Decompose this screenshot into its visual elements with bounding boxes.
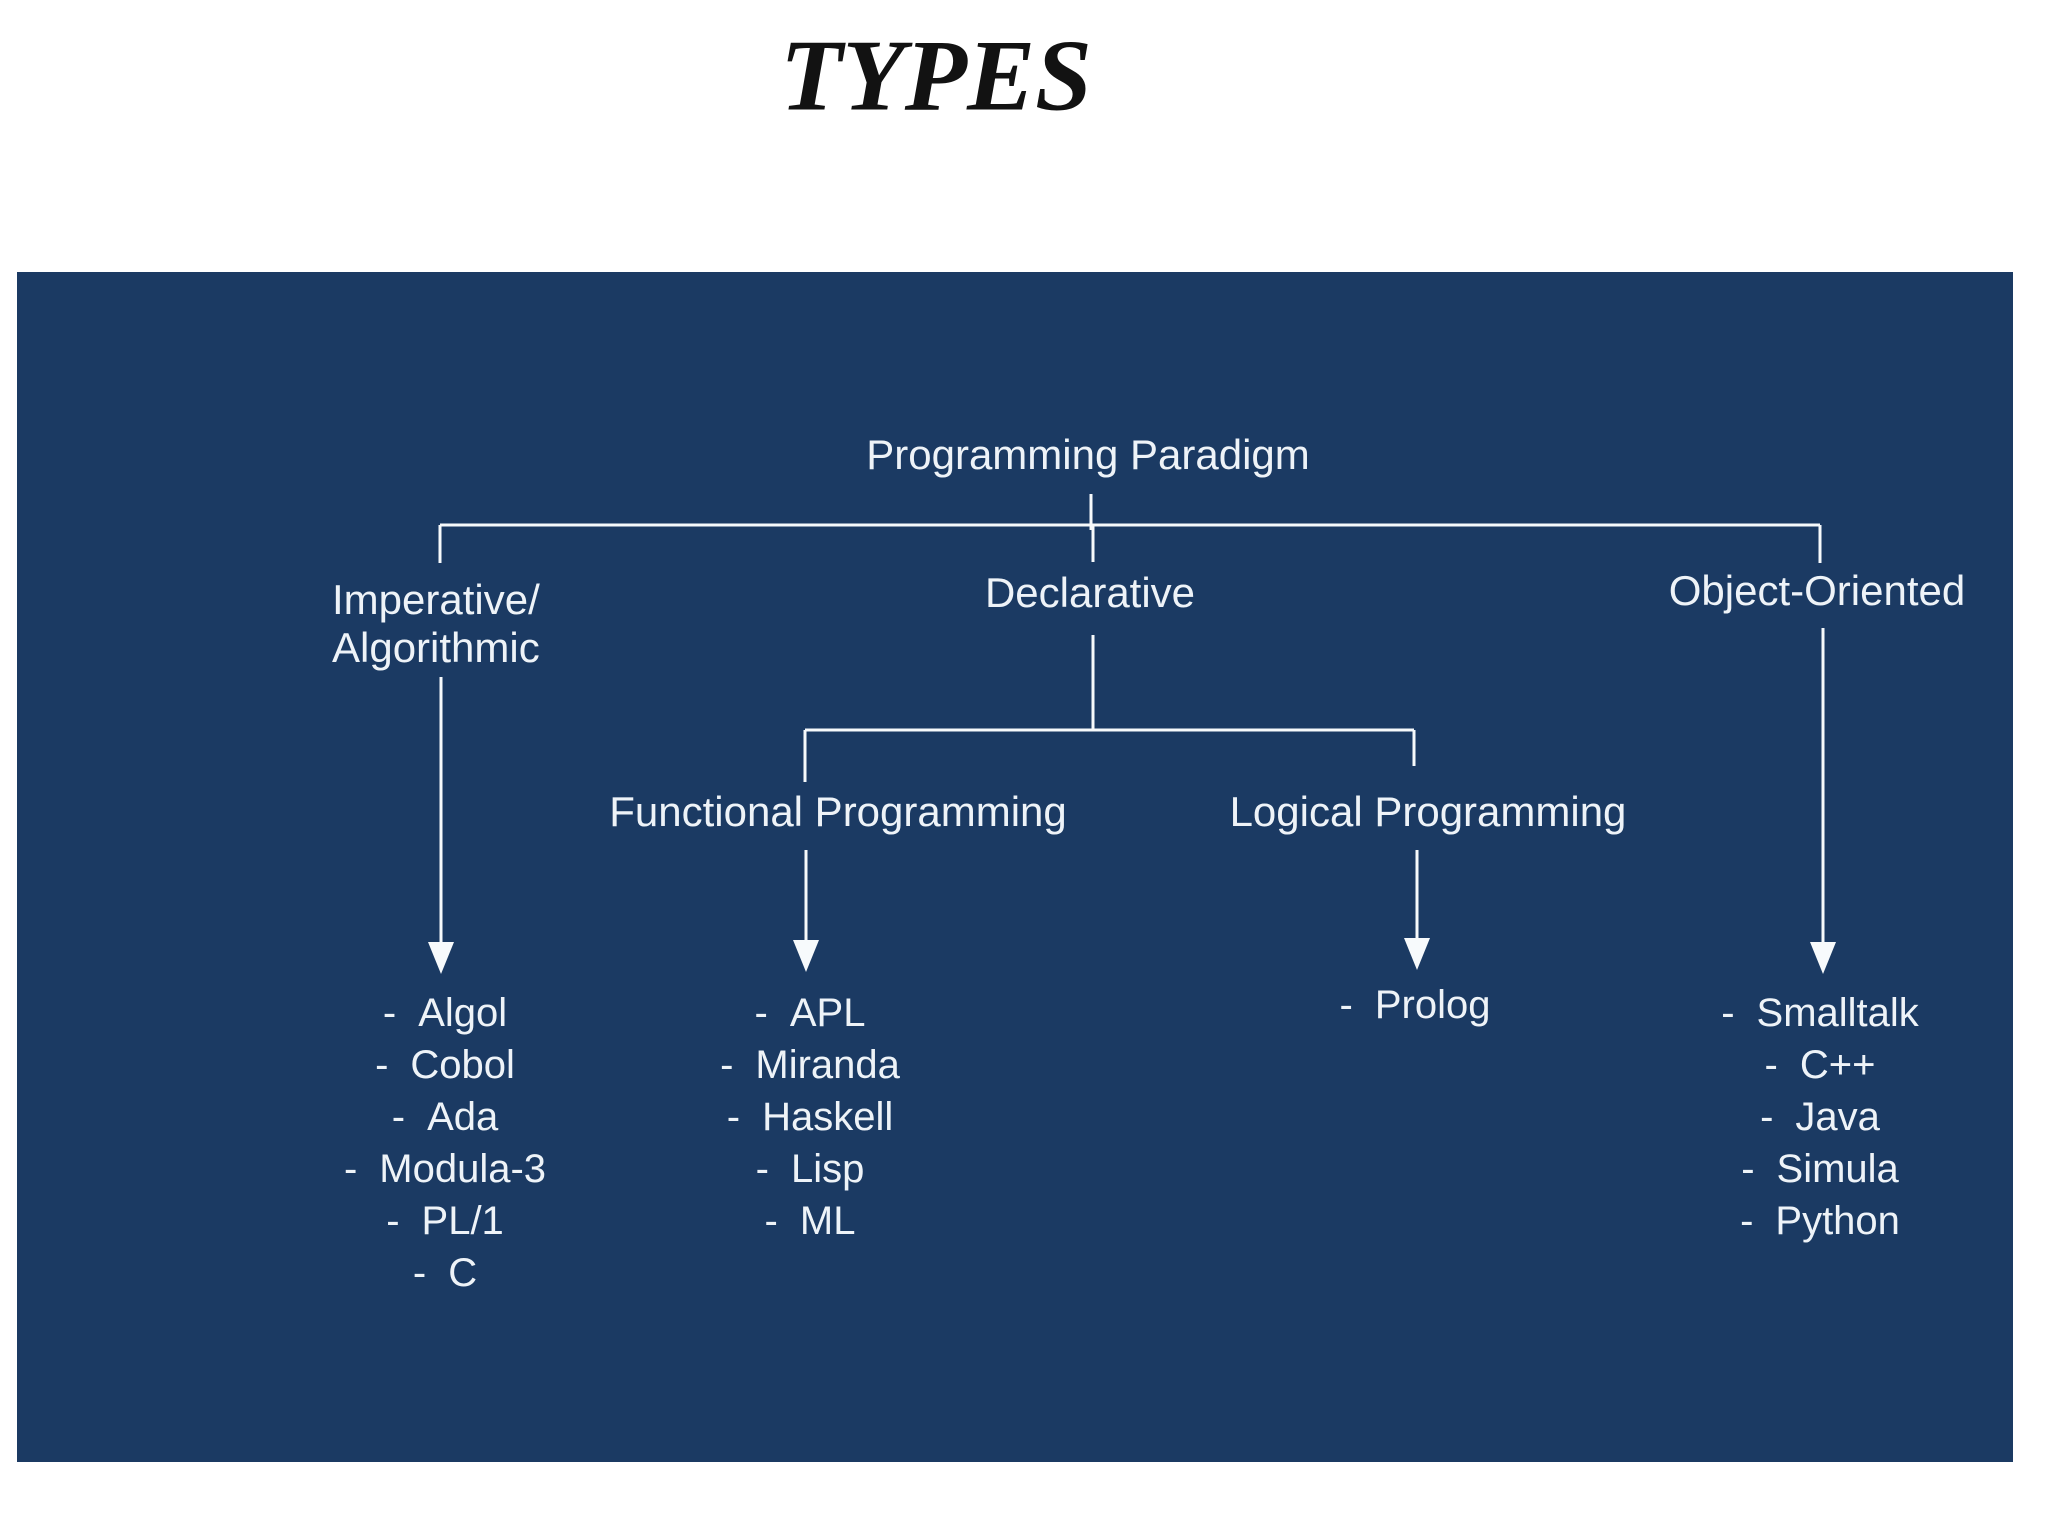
item-label: ML [799,1198,856,1243]
bullet-dash: - [726,1094,741,1139]
item-label: PL/1 [421,1198,504,1243]
item-label: Lisp [790,1146,865,1191]
item-label: Cobol [410,1042,515,1087]
item-label: Ada [427,1094,499,1139]
functional-language-list: - APL - Miranda - Haskell - Lisp - ML [720,987,900,1247]
bullet-dash: - [755,1146,769,1191]
arrowhead-logical [1404,938,1430,970]
list-item-algol: - Algol [344,987,546,1039]
node-logical-programming: Logical Programming [1229,788,1627,835]
list-item-cpp: - C++ [1721,1039,1919,1091]
list-item-c: - C [344,1247,546,1299]
node-imperative-line1: Imperative/ [332,576,540,623]
list-item-prolog: - Prolog [1340,979,1491,1031]
node-functional-programming: Functional Programming [609,788,1067,835]
item-label: APL [789,990,866,1035]
bullet-dash: - [1740,1198,1754,1243]
list-item-java: - Java [1721,1091,1919,1143]
bullet-dash: - [343,1146,358,1191]
slide-title: TYPES [780,19,1092,133]
diagram-panel: Programming Paradigm Imperative/ Algorit… [17,272,2013,1462]
node-imperative-line2: Algorithmic [332,624,540,671]
bullet-dash: - [764,1198,778,1243]
item-label: Smalltalk [1756,990,1919,1035]
bullet-dash: - [1764,1042,1778,1087]
item-label: Java [1795,1094,1880,1139]
tree-connector-lines [428,494,1836,974]
bullet-dash: - [1339,982,1353,1027]
bullet-dash: - [1741,1146,1755,1191]
list-item-ada: - Ada [344,1091,546,1143]
item-label: C++ [1799,1042,1876,1087]
arrowhead-imperative [428,942,454,974]
bullet-dash: - [382,990,397,1035]
node-object-oriented: Object-Oriented [1668,567,1966,614]
list-item-pl1: - PL/1 [344,1195,546,1247]
bullet-dash: - [1721,990,1735,1035]
item-label: Prolog [1374,982,1491,1027]
item-label: Haskell [762,1094,894,1139]
item-label: Simula [1776,1146,1899,1191]
list-item-miranda: - Miranda [720,1039,900,1091]
item-label: Python [1775,1198,1900,1243]
list-item-ml: - ML [720,1195,900,1247]
oo-language-list: - Smalltalk - C++ - Java - Simula - Pyth… [1721,987,1919,1247]
list-item-haskell: - Haskell [720,1091,900,1143]
item-label: Miranda [755,1042,900,1087]
list-item-simula: - Simula [1721,1143,1919,1195]
bullet-dash: - [386,1198,400,1243]
list-item-python: - Python [1721,1195,1919,1247]
node-imperative-algorithmic: Imperative/ Algorithmic [332,576,540,672]
arrowhead-oo [1810,942,1836,974]
bullet-dash: - [1760,1094,1774,1139]
bullet-dash: - [375,1042,389,1087]
item-label: C [448,1250,478,1295]
bullet-dash: - [754,990,768,1035]
list-item-cobol: - Cobol [344,1039,546,1091]
list-item-smalltalk: - Smalltalk [1721,987,1919,1039]
item-label: Algol [418,990,508,1035]
node-programming-paradigm: Programming Paradigm [866,431,1310,478]
bullet-dash: - [412,1250,427,1295]
bullet-dash: - [391,1094,406,1139]
bullet-dash: - [720,1042,734,1087]
arrowhead-functional [793,940,819,972]
list-item-modula-3: - Modula-3 [344,1143,546,1195]
logical-language-list: - Prolog [1340,979,1491,1031]
item-label: Modula-3 [379,1146,547,1191]
list-item-apl: - APL [720,987,900,1039]
node-declarative: Declarative [984,569,1196,616]
list-item-lisp: - Lisp [720,1143,900,1195]
imperative-language-list: - Algol - Cobol - Ada - Modula-3 - PL/1 … [344,987,546,1299]
